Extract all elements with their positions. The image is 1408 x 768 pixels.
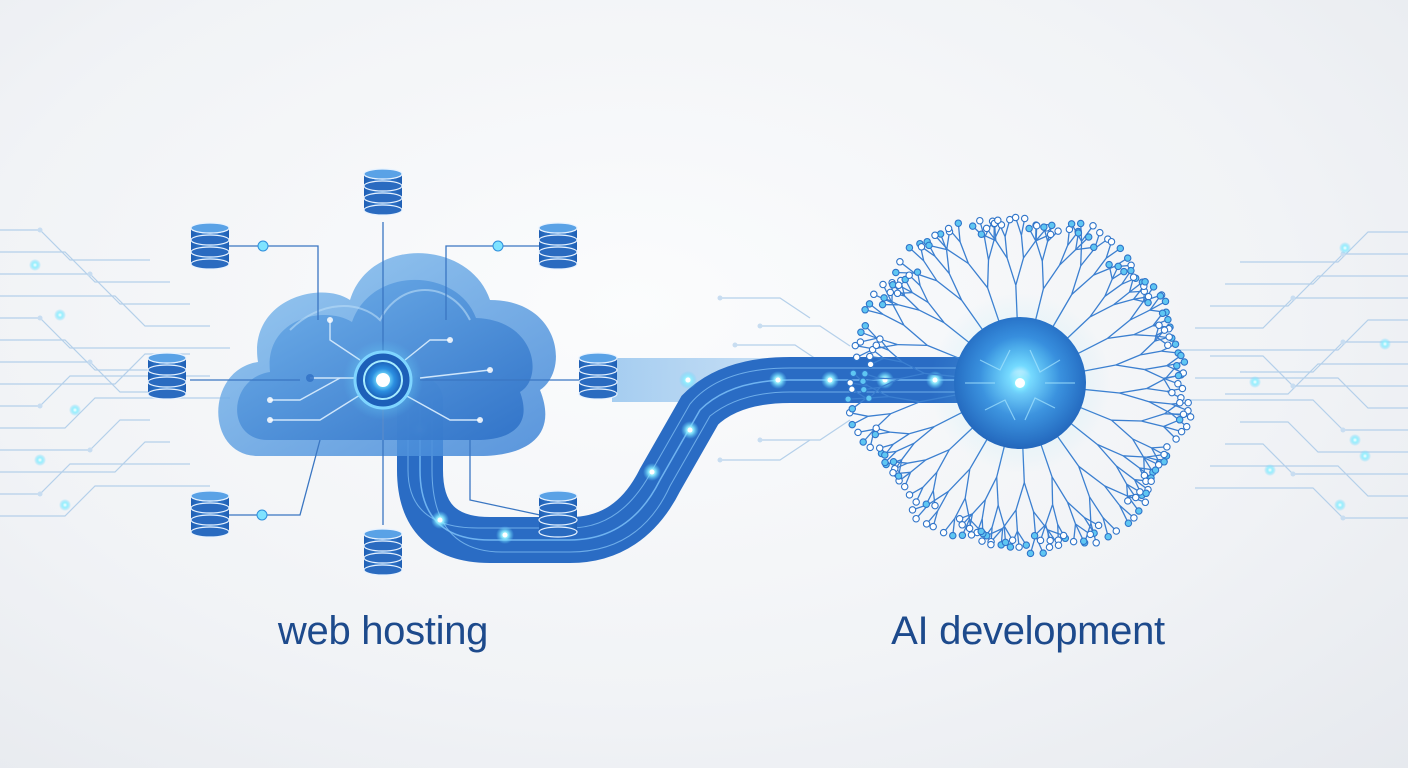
database-stack-icon [190,490,230,538]
neural-network-icon [930,293,1110,473]
cloud-core-node [343,340,423,420]
cloud-circuit-nodes [267,317,493,423]
database-stack-icon [578,352,618,400]
database-stack-icon [147,352,187,400]
label-ai-development: AI development [891,609,1165,653]
hub-connector-lines [190,222,580,525]
database-stack-icon [363,168,403,216]
database-stack-icon [363,528,403,576]
label-web-hosting: web hosting [277,609,489,653]
hub-connector-nodes [256,240,504,521]
right-circuit-traces [717,231,1408,521]
server-group [147,168,618,576]
database-stack-icon [190,222,230,270]
database-stack-icon [538,222,578,270]
left-circuit-traces [0,227,230,517]
database-stack-icon [538,490,578,538]
neural-nodes [844,213,1195,558]
